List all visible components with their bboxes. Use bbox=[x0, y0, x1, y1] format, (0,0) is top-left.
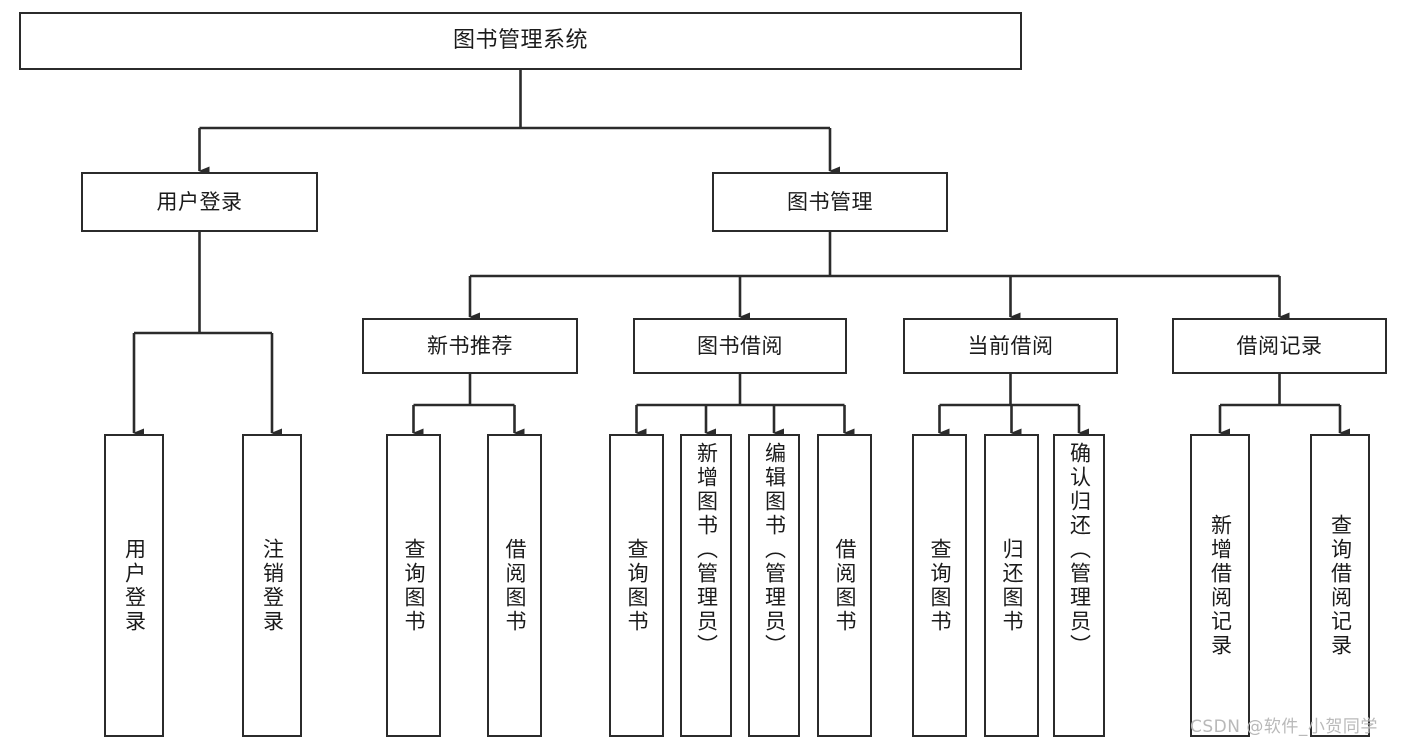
node-label: 用户登录 bbox=[122, 537, 147, 634]
node-leaf-user-logout[interactable]: 注销登录 bbox=[242, 434, 302, 737]
node-label: 确认归还（管理员） bbox=[1067, 442, 1092, 658]
node-leaf-rec-query[interactable]: 查询图书 bbox=[386, 434, 441, 737]
node-leaf-cur-return[interactable]: 归还图书 bbox=[984, 434, 1039, 737]
node-label: 借阅图书 bbox=[833, 537, 857, 634]
node-label: 查询图书 bbox=[625, 537, 649, 634]
node-leaf-bor-borrow[interactable]: 借阅图书 bbox=[817, 434, 872, 737]
node-leaf-bor-query[interactable]: 查询图书 bbox=[609, 434, 664, 737]
node-label: 借阅图书 bbox=[503, 537, 527, 634]
node-leaf-user-login[interactable]: 用户登录 bbox=[104, 434, 164, 737]
node-leaf-bor-add[interactable]: 新增图书（管理员） bbox=[680, 434, 732, 737]
node-borrow-record[interactable]: 借阅记录 bbox=[1172, 318, 1387, 374]
node-label: 图书管理系统 bbox=[452, 28, 588, 54]
node-new-book-rec[interactable]: 新书推荐 bbox=[362, 318, 578, 374]
node-label: 编辑图书（管理员） bbox=[762, 442, 787, 658]
node-label: 当前借阅 bbox=[967, 333, 1054, 358]
node-leaf-cur-confirm[interactable]: 确认归还（管理员） bbox=[1053, 434, 1105, 737]
node-user-login[interactable]: 用户登录 bbox=[81, 172, 318, 232]
node-label: 新增借阅记录 bbox=[1208, 513, 1233, 658]
node-book-borrow[interactable]: 图书借阅 bbox=[633, 318, 847, 374]
node-label: 图书管理 bbox=[787, 189, 873, 214]
node-label: 用户登录 bbox=[156, 189, 243, 214]
node-label: 查询借阅记录 bbox=[1328, 513, 1353, 658]
node-leaf-rec-borrow[interactable]: 借阅图书 bbox=[487, 434, 542, 737]
node-label: 新书推荐 bbox=[427, 333, 513, 358]
node-current-borrow[interactable]: 当前借阅 bbox=[903, 318, 1118, 374]
csdn-watermark: CSDN @软件_小贺同学 bbox=[1190, 717, 1378, 737]
node-book-manage[interactable]: 图书管理 bbox=[712, 172, 948, 232]
node-leaf-cur-query[interactable]: 查询图书 bbox=[912, 434, 967, 737]
node-leaf-rec-query2[interactable]: 查询借阅记录 bbox=[1310, 434, 1370, 737]
node-label: 新增图书（管理员） bbox=[694, 442, 719, 658]
node-leaf-bor-edit[interactable]: 编辑图书（管理员） bbox=[748, 434, 800, 737]
node-label: 查询图书 bbox=[928, 537, 952, 634]
node-label: 图书借阅 bbox=[697, 333, 783, 358]
node-label: 注销登录 bbox=[260, 537, 285, 634]
node-label: 查询图书 bbox=[402, 537, 426, 634]
node-label: 借阅记录 bbox=[1236, 333, 1323, 358]
node-label: 归还图书 bbox=[1000, 537, 1024, 634]
node-root[interactable]: 图书管理系统 bbox=[19, 12, 1022, 70]
node-leaf-rec-add[interactable]: 新增借阅记录 bbox=[1190, 434, 1250, 737]
